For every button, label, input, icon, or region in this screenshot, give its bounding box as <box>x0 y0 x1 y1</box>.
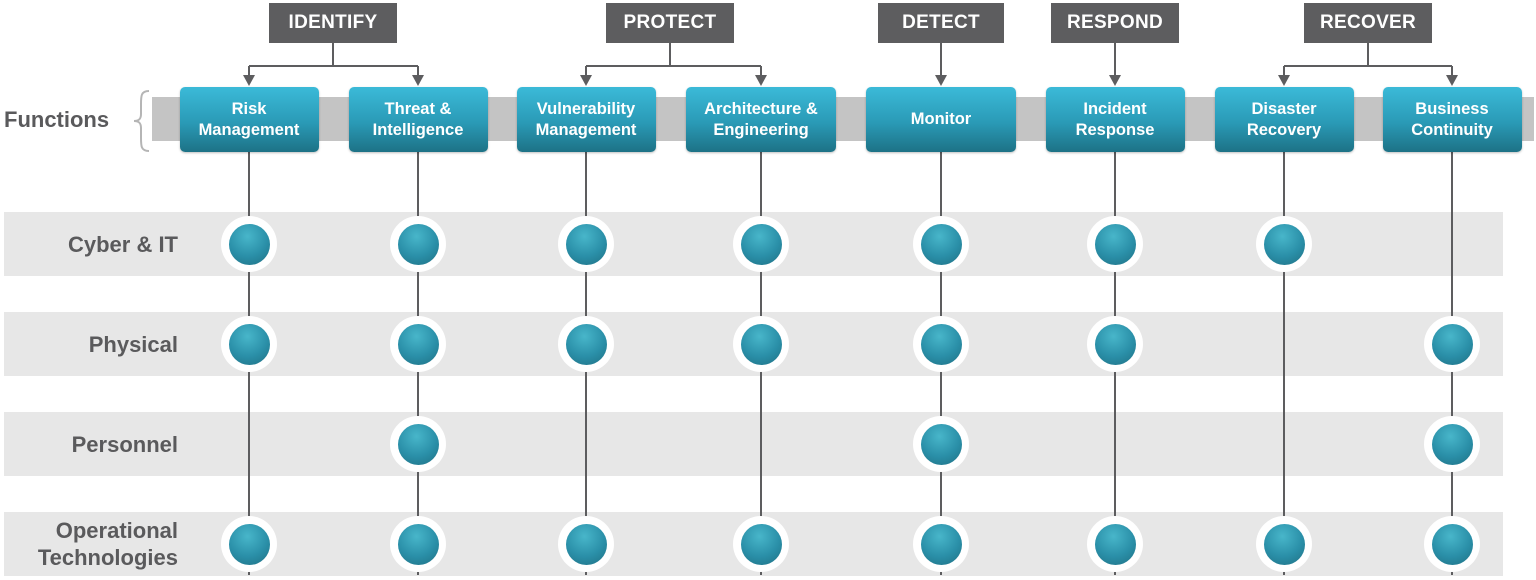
category-identify: IDENTIFY <box>269 3 397 43</box>
coverage-dot <box>1431 423 1473 465</box>
coverage-dot-operational-technologies-vulnerability-management <box>558 516 614 572</box>
function-architecture-engineering: Architecture &Engineering <box>686 87 836 152</box>
arrow-down-icon <box>412 75 424 86</box>
coverage-dot-operational-technologies-business-continuity <box>1424 516 1480 572</box>
function-monitor: Monitor <box>866 87 1016 152</box>
coverage-dot <box>920 323 962 365</box>
coverage-dot-personnel-monitor <box>913 416 969 472</box>
coverage-dot <box>1263 223 1305 265</box>
domain-label-personnel: Personnel <box>71 431 178 457</box>
coverage-dot <box>565 223 607 265</box>
coverage-dot-cyber-it-vulnerability-management <box>558 216 614 272</box>
arrow-down-icon <box>755 75 767 86</box>
coverage-dot-operational-technologies-threat-intelligence <box>390 516 446 572</box>
functions-label: Functions <box>4 107 110 132</box>
coverage-dot <box>740 523 782 565</box>
coverage-dot <box>228 223 270 265</box>
coverage-dot-cyber-it-risk-management <box>221 216 277 272</box>
coverage-dot-physical-business-continuity <box>1424 316 1480 372</box>
coverage-dot-cyber-it-disaster-recovery <box>1256 216 1312 272</box>
domain-label-cyber-it: Cyber & IT <box>67 231 178 257</box>
coverage-dot <box>565 323 607 365</box>
category-respond: RESPOND <box>1051 3 1179 43</box>
coverage-dot-physical-architecture-engineering <box>733 316 789 372</box>
category-recover: RECOVER <box>1304 3 1432 43</box>
brace-icon <box>133 90 150 152</box>
coverage-dot <box>228 523 270 565</box>
category-protect: PROTECT <box>606 3 734 43</box>
coverage-dot <box>1431 523 1473 565</box>
arrow-down-icon <box>1109 75 1121 86</box>
coverage-dot-cyber-it-incident-response <box>1087 216 1143 272</box>
coverage-dot-operational-technologies-risk-management <box>221 516 277 572</box>
coverage-dot <box>397 523 439 565</box>
coverage-dot-physical-monitor <box>913 316 969 372</box>
coverage-dot <box>1263 523 1305 565</box>
coverage-dot-physical-risk-management <box>221 316 277 372</box>
coverage-dot-operational-technologies-incident-response <box>1087 516 1143 572</box>
coverage-dot-operational-technologies-disaster-recovery <box>1256 516 1312 572</box>
function-threat-intelligence: Threat &Intelligence <box>348 87 488 152</box>
coverage-dot <box>1094 323 1136 365</box>
coverage-dot-physical-threat-intelligence <box>390 316 446 372</box>
arrow-down-icon <box>1446 75 1458 86</box>
coverage-dot <box>920 523 962 565</box>
arrow-down-icon <box>580 75 592 86</box>
coverage-dot-cyber-it-architecture-engineering <box>733 216 789 272</box>
coverage-dot <box>397 423 439 465</box>
coverage-dot-physical-incident-response <box>1087 316 1143 372</box>
coverage-dot-operational-technologies-architecture-engineering <box>733 516 789 572</box>
coverage-dot-cyber-it-monitor <box>913 216 969 272</box>
coverage-dot <box>920 223 962 265</box>
coverage-dot <box>1094 523 1136 565</box>
coverage-dot <box>397 223 439 265</box>
coverage-dot <box>740 223 782 265</box>
arrow-down-icon <box>243 75 255 86</box>
arrow-down-icon <box>1278 75 1290 86</box>
coverage-dot <box>740 323 782 365</box>
arrow-down-icon <box>935 75 947 86</box>
coverage-dot-personnel-business-continuity <box>1424 416 1480 472</box>
coverage-dot-physical-vulnerability-management <box>558 316 614 372</box>
coverage-dot <box>565 523 607 565</box>
domain-label-physical: Physical <box>88 331 178 357</box>
domain-row-band <box>4 412 1503 476</box>
coverage-dot <box>1094 223 1136 265</box>
coverage-dot-operational-technologies-monitor <box>913 516 969 572</box>
coverage-dot <box>920 423 962 465</box>
coverage-dot <box>1431 323 1473 365</box>
coverage-dot <box>397 323 439 365</box>
coverage-dot <box>228 323 270 365</box>
coverage-dot-personnel-threat-intelligence <box>390 416 446 472</box>
category-detect: DETECT <box>878 3 1004 43</box>
coverage-dot-cyber-it-threat-intelligence <box>390 216 446 272</box>
